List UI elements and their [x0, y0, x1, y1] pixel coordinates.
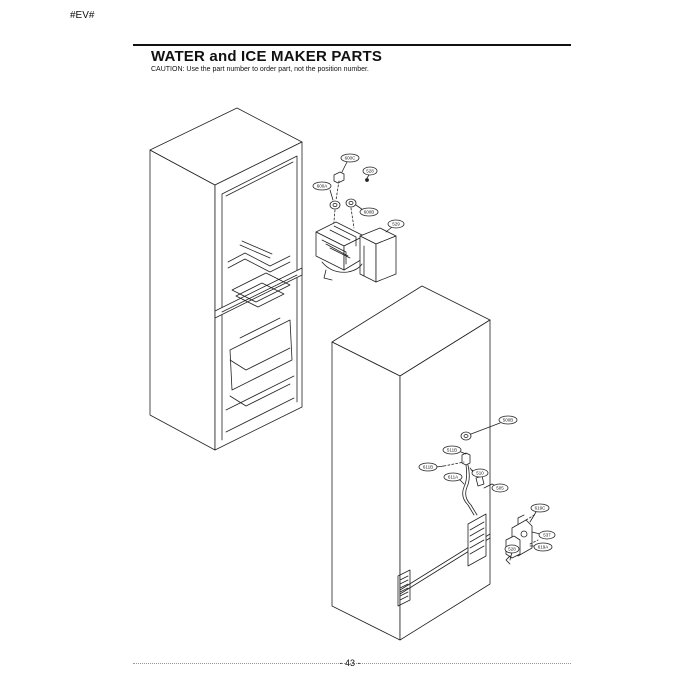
callout-500b: 500B [470, 415, 518, 435]
ice-maker-assembly [315, 171, 397, 283]
page-title: WATER and ICE MAKER PARTS [151, 48, 383, 65]
callout-505: 505 [491, 483, 509, 493]
document-code: #EV# [70, 10, 95, 21]
callout-labels: 600C 528 600A 600B 529 500B [312, 153, 556, 561]
callout-510: 510 [469, 467, 489, 478]
callout-619c: 619C [529, 503, 550, 523]
svg-text:537: 537 [543, 533, 551, 538]
svg-text:611B: 611B [423, 465, 433, 470]
callout-611b: 611B [418, 462, 445, 472]
svg-text:505: 505 [496, 486, 504, 491]
refrigerator-rear-view [331, 285, 491, 641]
svg-text:619A: 619A [538, 545, 549, 550]
callout-528-valve: 528 [504, 544, 520, 561]
callout-537: 537 [531, 530, 556, 540]
callout-600c: 600C [340, 153, 360, 173]
callout-600b: 600B [355, 204, 379, 217]
water-line-assembly [443, 431, 493, 516]
svg-text:511B: 511B [447, 448, 457, 453]
svg-text:600C: 600C [345, 156, 357, 161]
header-rule [133, 44, 571, 46]
callout-528-top: 528 [362, 166, 378, 179]
footer-rule [133, 663, 571, 664]
svg-text:529: 529 [392, 222, 400, 227]
svg-text:619C: 619C [535, 506, 547, 511]
refrigerator-front-view [149, 107, 303, 451]
callout-529: 529 [385, 219, 405, 233]
svg-text:600B: 600B [364, 210, 375, 215]
callout-619a: 619A [529, 542, 553, 552]
svg-text:510: 510 [476, 471, 484, 476]
svg-text:600A: 600A [317, 184, 328, 189]
svg-text:611A: 611A [448, 475, 458, 480]
svg-text:528: 528 [508, 547, 516, 552]
svg-text:500B: 500B [503, 418, 514, 423]
caution-note: CAUTION: Use the part number to order pa… [151, 66, 369, 73]
callout-511b: 511B [442, 445, 467, 455]
svg-text:528: 528 [366, 169, 374, 174]
page-number: - 43 - [339, 658, 361, 668]
callout-611a: 611A [443, 472, 465, 485]
callout-600a: 600A [312, 181, 334, 201]
